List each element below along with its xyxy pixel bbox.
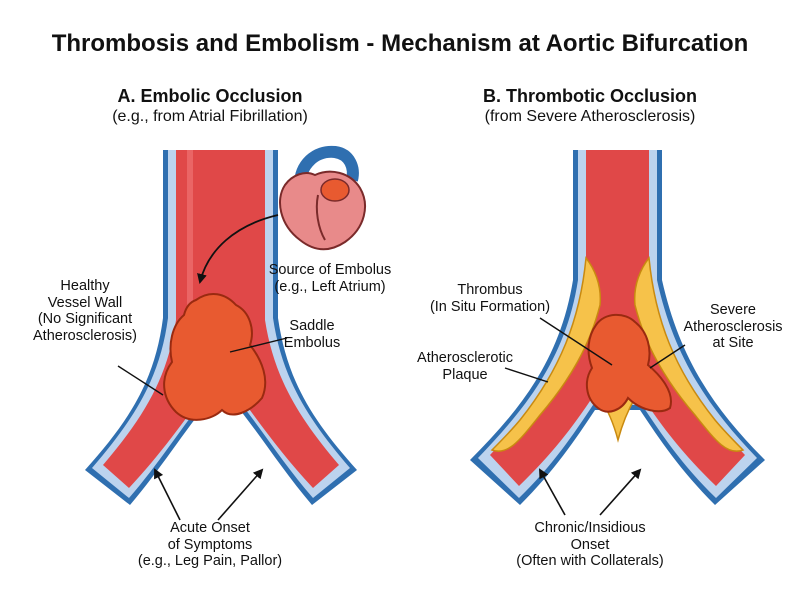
heart-body — [279, 170, 366, 251]
label-line: Saddle — [289, 318, 335, 334]
label-line: at Site — [712, 335, 754, 352]
label-line: Embolus — [283, 334, 341, 351]
label-healthy-vessel-wall: Healthy Vessel Wall (No Significant Athe… — [10, 278, 160, 345]
chronic-arrow-left — [539, 468, 566, 516]
severe-leader — [649, 344, 686, 369]
label-source-of-embolus: Source of Embolus (e.g., Left Atrium) — [245, 262, 415, 295]
label-line: (e.g., Leg Pain, Pallor) — [137, 553, 283, 570]
healthy-wall-leader — [117, 365, 164, 396]
plaque-leader — [504, 367, 549, 383]
label-line: Source of Embolus — [268, 262, 392, 278]
label-chronic-onset: Chronic/Insidious Onset (Often with Coll… — [500, 520, 680, 570]
plaque-right — [633, 256, 745, 452]
label-line: Thrombus — [457, 282, 523, 298]
label-acute-onset: Acute Onset of Symptoms (e.g., Leg Pain,… — [120, 520, 300, 570]
label-severe-atherosclerosis: Severe Atherosclerosis at Site — [668, 302, 798, 352]
label-saddle-embolus: Saddle Embolus — [262, 318, 362, 351]
saddle-leader — [229, 337, 288, 353]
heart-left-atrium — [320, 178, 350, 202]
label-thrombus: Thrombus (In Situ Formation) — [410, 282, 570, 315]
label-line: Atherosclerotic — [417, 350, 513, 366]
thrombus-leader — [539, 317, 613, 366]
label-line: Severe — [710, 302, 756, 318]
label-line: Onset — [570, 536, 610, 553]
heart-septum — [315, 194, 326, 241]
label-line: Acute Onset — [170, 520, 250, 536]
heart-aorta — [294, 145, 359, 186]
vessel-a — [85, 150, 357, 505]
label-line: (e.g., Left Atrium) — [274, 278, 386, 295]
embolus-path-arrow — [197, 214, 279, 284]
label-line: (Often with Collaterals) — [516, 553, 664, 570]
label-line: (In Situ Formation) — [429, 298, 551, 315]
panel-a-subheading: (e.g., from Atrial Fibrillation) — [112, 108, 308, 125]
plaque-left — [490, 256, 602, 452]
chronic-arrow-right — [599, 468, 642, 516]
panel-b-subheading: (from Severe Atherosclerosis) — [484, 108, 696, 125]
thrombus — [585, 313, 672, 413]
label-line: Atherosclerosis) — [33, 328, 137, 345]
label-line: Atherosclerosis — [683, 318, 783, 335]
label-line: Healthy — [60, 278, 110, 294]
label-atherosclerotic-plaque: Atherosclerotic Plaque — [400, 350, 530, 383]
label-line: Plaque — [442, 366, 488, 383]
panel-a-heading: A. Embolic Occlusion — [117, 86, 303, 106]
acute-arrow-right — [217, 468, 264, 521]
vessel-b — [470, 150, 765, 505]
panel-b-heading: B. Thrombotic Occlusion — [482, 86, 697, 106]
saddle-embolus — [163, 293, 267, 421]
heart-illustration — [279, 145, 366, 251]
label-line: (No Significant — [37, 311, 133, 328]
label-line: Vessel Wall — [47, 294, 123, 311]
label-line: of Symptoms — [167, 536, 253, 553]
page-title: Thrombosis and Embolism - Mechanism at A… — [51, 30, 749, 57]
label-line: Chronic/Insidious — [534, 520, 646, 536]
acute-arrow-left — [154, 468, 181, 521]
